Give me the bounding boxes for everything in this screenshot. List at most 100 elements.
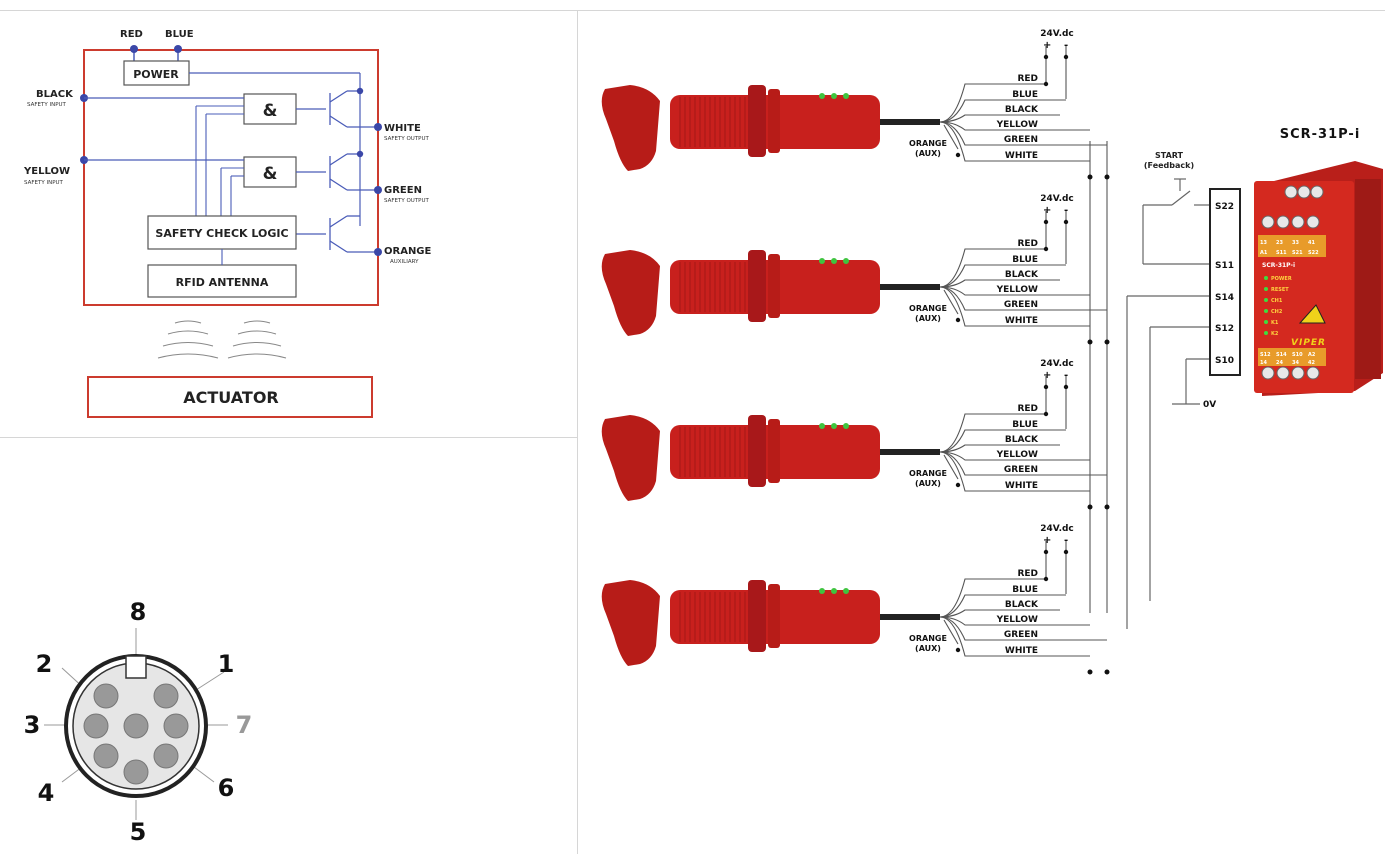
yellow-input-label: YELLOW (23, 166, 70, 177)
block-diagram-panel: RED BLUE POWER & & BLACK SAFETY INPUT YE… (0, 10, 578, 438)
svg-text:24: 24 (1276, 360, 1283, 366)
power-label: POWER (133, 68, 179, 81)
wire-label-yellow: YELLOW (996, 285, 1038, 295)
connector-pinout: 1 2 3 4 5 6 7 8 (24, 598, 253, 846)
actuator-label: ACTUATOR (183, 388, 279, 407)
svg-text:34: 34 (1292, 360, 1299, 366)
relay-model: SCR-31P-i (1262, 262, 1295, 269)
svg-text:A2: A2 (1308, 352, 1316, 358)
sensor-group-3: 24V.dc+-REDBLUEBLACKYELLOWGREENWHITEORAN… (601, 359, 1110, 510)
safety-relay-module: SCR-31P-i 13 23 33 41 A1 S11 S21 S22 SCR… (1254, 127, 1383, 396)
terminal-block (1209, 188, 1241, 376)
wire-label-green: GREEN (1004, 465, 1038, 475)
minus-sign: - (1064, 40, 1068, 51)
wire-label-blue: BLUE (1012, 585, 1038, 595)
aux-label: ORANGE (909, 304, 947, 313)
terminal-s12: S12 (1215, 324, 1234, 334)
wire-bundle-2 (939, 211, 1107, 327)
pin-label-1: 1 (218, 650, 235, 678)
svg-text:33: 33 (1292, 240, 1299, 246)
sensor-frame (83, 49, 379, 306)
sensor-group-1: 24V.dc+-REDBLUEBLACKYELLOWGREENWHITEORAN… (601, 29, 1110, 180)
actuator-box (87, 376, 373, 418)
sensor-group-2: 24V.dc+-REDBLUEBLACKYELLOWGREENWHITEORAN… (601, 194, 1110, 345)
svg-text:41: 41 (1308, 240, 1315, 246)
green-output-label: GREEN (384, 185, 422, 196)
terminal-s11: S11 (1215, 261, 1234, 271)
svg-text:AUXILIARY: AUXILIARY (390, 259, 419, 265)
svg-text:K1: K1 (1271, 320, 1279, 326)
svg-text:S11: S11 (1276, 250, 1287, 256)
orange-output-label: ORANGE (384, 246, 432, 257)
svg-text:14: 14 (1260, 360, 1267, 366)
wire-label-yellow: YELLOW (996, 120, 1038, 130)
safety-check-logic-box (147, 215, 297, 250)
wire-label-red: RED (1017, 74, 1038, 84)
connector-key (125, 655, 147, 679)
svg-text:K2: K2 (1271, 331, 1279, 337)
svg-text:&: & (263, 164, 278, 184)
svg-text:S21: S21 (1292, 250, 1303, 256)
svg-text:S22: S22 (1308, 250, 1319, 256)
wire-label-red: RED (1017, 404, 1038, 414)
svg-text:CH1: CH1 (1271, 298, 1283, 304)
wire-bundle-1 (939, 46, 1107, 162)
sensor-group-4: 24V.dc+-REDBLUEBLACKYELLOWGREENWHITEORAN… (601, 524, 1110, 675)
pin-label-5: 5 (130, 818, 147, 846)
wire-label-black: BLACK (1005, 270, 1039, 280)
sensor-3 (601, 415, 940, 501)
wire-label-yellow: YELLOW (996, 615, 1038, 625)
black-input-label: BLACK (36, 89, 74, 100)
minus-sign: - (1064, 370, 1068, 381)
feedback-label: (Feedback) (1144, 161, 1194, 170)
pin-label-3: 3 (24, 711, 41, 739)
svg-text:23: 23 (1276, 240, 1283, 246)
and-gate-1 (243, 93, 297, 125)
svg-text:&: & (263, 101, 278, 121)
blue-label: BLUE (165, 29, 194, 40)
wire-label-black: BLACK (1005, 600, 1039, 610)
rfid-antenna-label: RFID ANTENNA (176, 276, 269, 289)
relay-brand: VIPER (1291, 338, 1326, 348)
aux-sub-label: (AUX) (915, 149, 941, 158)
svg-text:SAFETY OUTPUT: SAFETY OUTPUT (384, 198, 430, 204)
supply-label-4: 24V.dc (1040, 524, 1074, 534)
wire-label-red: RED (1017, 239, 1038, 249)
pin-label-6: 6 (218, 774, 235, 802)
pin-label-7: 7 (236, 711, 253, 739)
svg-text:POWER: POWER (1271, 276, 1292, 282)
plus-sign: + (1043, 535, 1051, 546)
start-label: START (1155, 151, 1184, 160)
plus-sign: + (1043, 370, 1051, 381)
aux-sub-label: (AUX) (915, 314, 941, 323)
svg-text:SAFETY INPUT: SAFETY INPUT (27, 102, 67, 108)
sensor-4 (601, 580, 940, 666)
svg-text:SAFETY INPUT: SAFETY INPUT (24, 180, 64, 186)
green-output-node (374, 186, 382, 194)
svg-text:42: 42 (1308, 360, 1315, 366)
wire-label-yellow: YELLOW (996, 450, 1038, 460)
plus-sign: + (1043, 40, 1051, 51)
blue-node (174, 45, 182, 53)
supply-label-1: 24V.dc (1040, 29, 1074, 39)
aux-sub-label: (AUX) (915, 479, 941, 488)
wire-label-green: GREEN (1004, 630, 1038, 640)
svg-text:A1: A1 (1260, 250, 1268, 256)
aux-label: ORANGE (909, 634, 947, 643)
pin-label-2: 2 (36, 650, 53, 678)
svg-text:S10: S10 (1292, 352, 1303, 358)
sensor-2 (601, 250, 940, 336)
plus-sign: + (1043, 205, 1051, 216)
zero-volt-label: 0V (1203, 400, 1216, 410)
safety-check-logic-label: SAFETY CHECK LOGIC (155, 227, 288, 240)
minus-sign: - (1064, 535, 1068, 546)
wire-label-white: WHITE (1005, 151, 1038, 161)
wire-label-white: WHITE (1005, 316, 1038, 326)
red-node (130, 45, 138, 53)
wire-label-black: BLACK (1005, 435, 1039, 445)
orange-output-node (374, 248, 382, 256)
svg-text:S14: S14 (1276, 352, 1287, 358)
red-label: RED (120, 29, 143, 40)
supply-label-3: 24V.dc (1040, 359, 1074, 369)
wire-bundle-4 (939, 541, 1107, 657)
